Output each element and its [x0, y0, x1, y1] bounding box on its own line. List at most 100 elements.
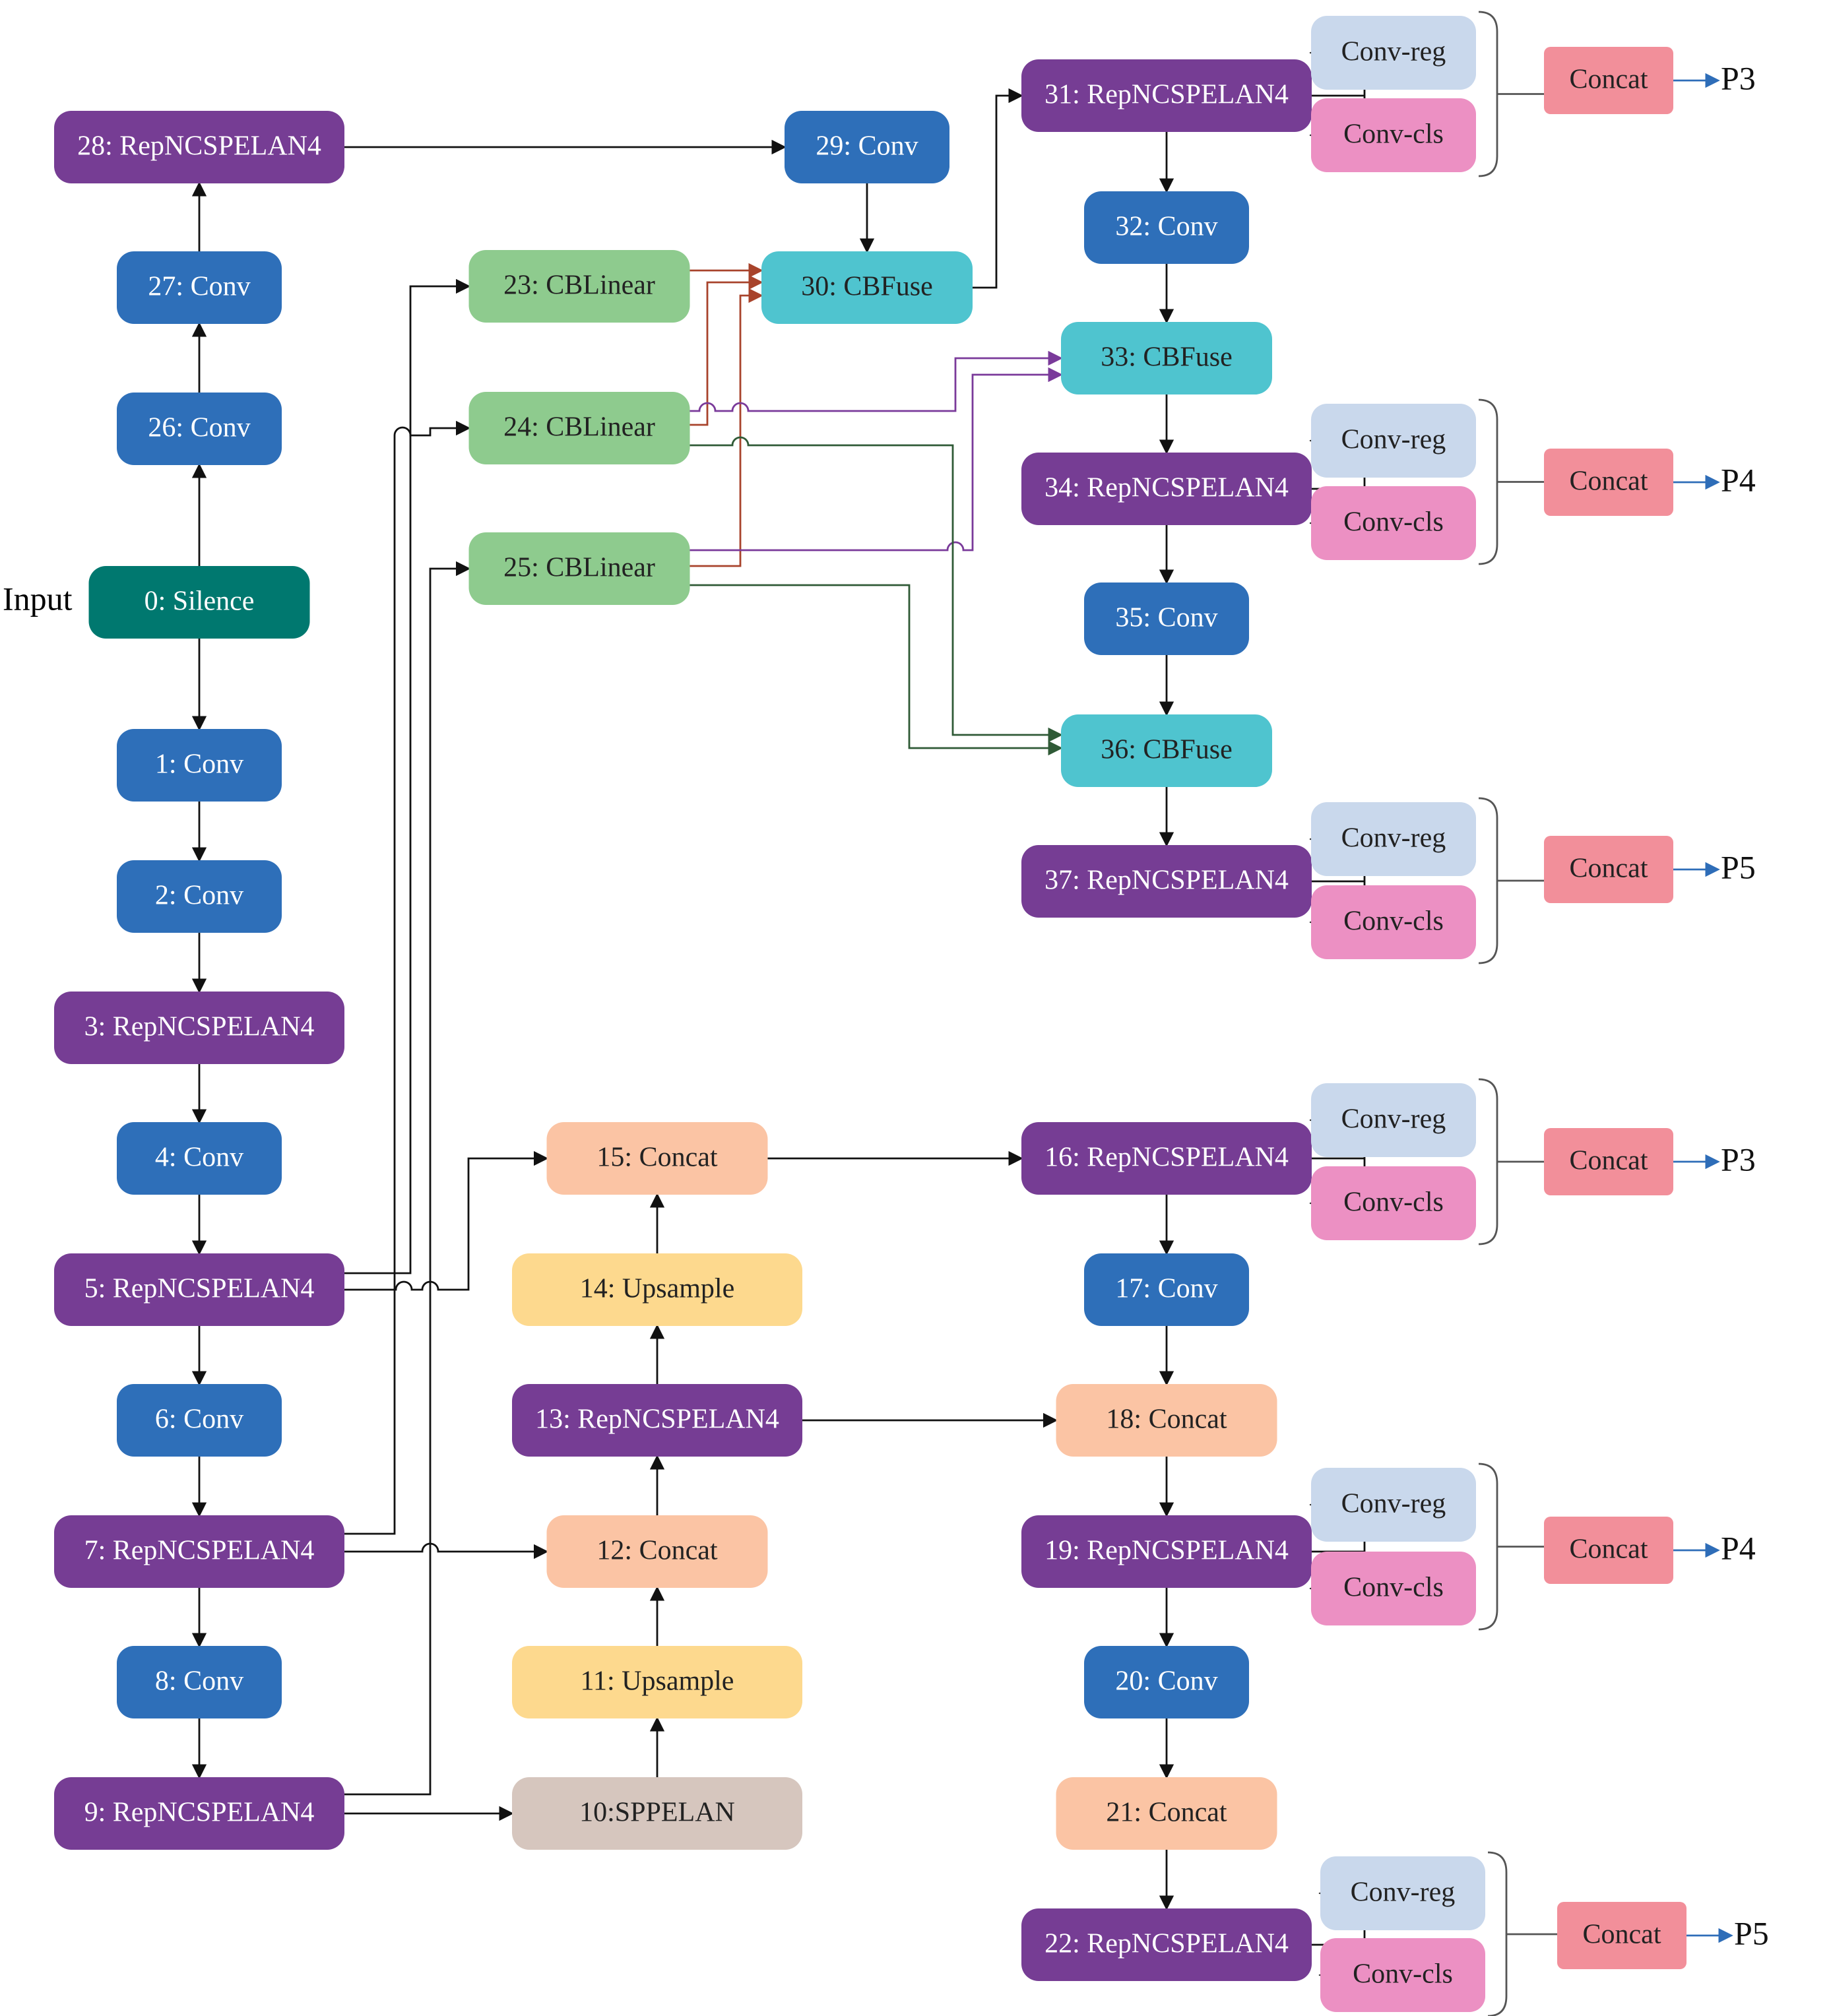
node-label-n26: 26: Conv — [148, 413, 250, 443]
node-n7: 7: RepNCSPELAN4 — [54, 1515, 344, 1588]
node-label-n27: 27: Conv — [148, 272, 250, 302]
node-label-n18: 18: Concat — [1106, 1404, 1227, 1435]
conv-cls-box — [1311, 885, 1476, 959]
node-box-n3 — [54, 992, 344, 1064]
node-box-n8 — [117, 1646, 282, 1718]
edge-n25-n30 — [690, 288, 763, 567]
node-n20: 20: Conv — [1084, 1646, 1249, 1718]
head-concat-label: Concat — [1570, 65, 1648, 95]
conv-reg-label: Conv-reg — [1341, 425, 1446, 455]
conv-cls-label: Conv-cls — [1343, 1573, 1444, 1603]
node-label-n12: 12: Concat — [596, 1536, 717, 1566]
node-label-n7: 7: RepNCSPELAN4 — [84, 1536, 315, 1566]
output-label-p4: P4 — [1721, 461, 1756, 498]
node-label-n22: 22: RepNCSPELAN4 — [1044, 1929, 1289, 1959]
head-concat-label: Concat — [1570, 1146, 1648, 1176]
node-n32: 32: Conv — [1084, 191, 1249, 264]
output-label-p5: P5 — [1734, 1914, 1769, 1951]
conv-cls-label: Conv-cls — [1353, 1959, 1453, 1990]
node-box-n26 — [117, 393, 282, 465]
node-label-n9: 9: RepNCSPELAN4 — [84, 1798, 315, 1828]
node-box-n5 — [54, 1253, 344, 1326]
node-n17: 17: Conv — [1084, 1253, 1249, 1326]
node-label-n25: 25: CBLinear — [503, 553, 655, 583]
node-label-n21: 21: Concat — [1106, 1798, 1227, 1828]
node-n9: 9: RepNCSPELAN4 — [54, 1777, 344, 1850]
node-label-n30: 30: CBFuse — [801, 272, 933, 302]
node-box-n27 — [117, 251, 282, 324]
node-n27: 27: Conv — [117, 251, 282, 324]
conv-cls-label: Conv-cls — [1343, 906, 1444, 937]
node-n3: 3: RepNCSPELAN4 — [54, 992, 344, 1064]
node-label-n17: 17: Conv — [1115, 1274, 1217, 1304]
node-n12: 12: Concat — [546, 1515, 768, 1588]
edge-n30-n31 — [973, 88, 1023, 289]
node-n23: 23: CBLinear — [468, 250, 690, 323]
head-concat-label: Concat — [1570, 1534, 1648, 1565]
node-n34: 34: RepNCSPELAN4 — [1021, 453, 1312, 525]
edge-n7-n24 — [344, 420, 471, 1535]
node-box-n4 — [117, 1122, 282, 1195]
edge-n7-n12 — [344, 1542, 549, 1559]
node-label-n15: 15: Concat — [596, 1143, 717, 1173]
head-concat-label: Concat — [1570, 466, 1648, 497]
node-label-n3: 3: RepNCSPELAN4 — [84, 1012, 315, 1042]
edge-n25-n36 — [690, 584, 1063, 756]
input-label: Input — [3, 580, 73, 617]
output-label-p3: P3 — [1721, 59, 1756, 96]
head-concat-label: Concat — [1570, 854, 1648, 884]
conv-reg-label: Conv-reg — [1351, 1877, 1456, 1908]
node-n15: 15: Concat — [546, 1122, 768, 1195]
edge-n24-n36 — [690, 436, 1063, 743]
node-box-n6 — [117, 1384, 282, 1457]
node-box-n17 — [1084, 1253, 1249, 1326]
conv-reg-box — [1311, 1468, 1476, 1542]
node-n5: 5: RepNCSPELAN4 — [54, 1253, 344, 1326]
node-n25: 25: CBLinear — [468, 532, 690, 605]
node-n29: 29: Conv — [785, 111, 949, 183]
node-label-n0: 0: Silence — [145, 586, 255, 617]
node-box-n15 — [546, 1122, 768, 1195]
head-brace — [1478, 11, 1498, 177]
node-n31: 31: RepNCSPELAN4 — [1021, 59, 1312, 132]
node-box-n21 — [1056, 1777, 1277, 1850]
node-n37: 37: RepNCSPELAN4 — [1021, 845, 1312, 918]
node-box-n9 — [54, 1777, 344, 1850]
node-box-n33 — [1061, 322, 1272, 394]
node-n24: 24: CBLinear — [468, 392, 690, 464]
edge-n5-n23 — [344, 278, 471, 1275]
edges-layer — [191, 88, 1174, 1910]
node-n6: 6: Conv — [117, 1384, 282, 1457]
output-label-p4: P4 — [1721, 1529, 1756, 1566]
node-n21: 21: Concat — [1056, 1777, 1277, 1850]
conv-cls-label: Conv-cls — [1343, 119, 1444, 150]
node-box-n24 — [468, 392, 690, 464]
head-brace — [1478, 1078, 1498, 1245]
node-n8: 8: Conv — [117, 1646, 282, 1718]
node-label-n8: 8: Conv — [155, 1666, 243, 1697]
node-label-n34: 34: RepNCSPELAN4 — [1044, 473, 1289, 503]
head-brace — [1478, 797, 1498, 964]
node-n36: 36: CBFuse — [1061, 714, 1272, 787]
conv-reg-label: Conv-reg — [1341, 823, 1446, 854]
conv-reg-box — [1320, 1856, 1485, 1930]
node-box-n7 — [54, 1515, 344, 1588]
edge-n9-n25 — [344, 561, 471, 1796]
node-n1: 1: Conv — [117, 729, 282, 802]
head-brace — [1478, 398, 1498, 565]
node-box-n14 — [512, 1253, 802, 1326]
node-label-n16: 16: RepNCSPELAN4 — [1044, 1143, 1289, 1173]
conv-reg-label: Conv-reg — [1341, 1104, 1446, 1135]
node-n13: 13: RepNCSPELAN4 — [512, 1384, 802, 1457]
conv-cls-box — [1311, 1166, 1476, 1240]
node-n11: 11: Upsample — [512, 1646, 802, 1718]
node-box-n32 — [1084, 191, 1249, 264]
conv-cls-box — [1311, 1552, 1476, 1625]
head-concat-box — [1544, 449, 1673, 516]
node-label-n28: 28: RepNCSPELAN4 — [77, 131, 321, 162]
node-n10: 10:SPPELAN — [512, 1777, 802, 1850]
